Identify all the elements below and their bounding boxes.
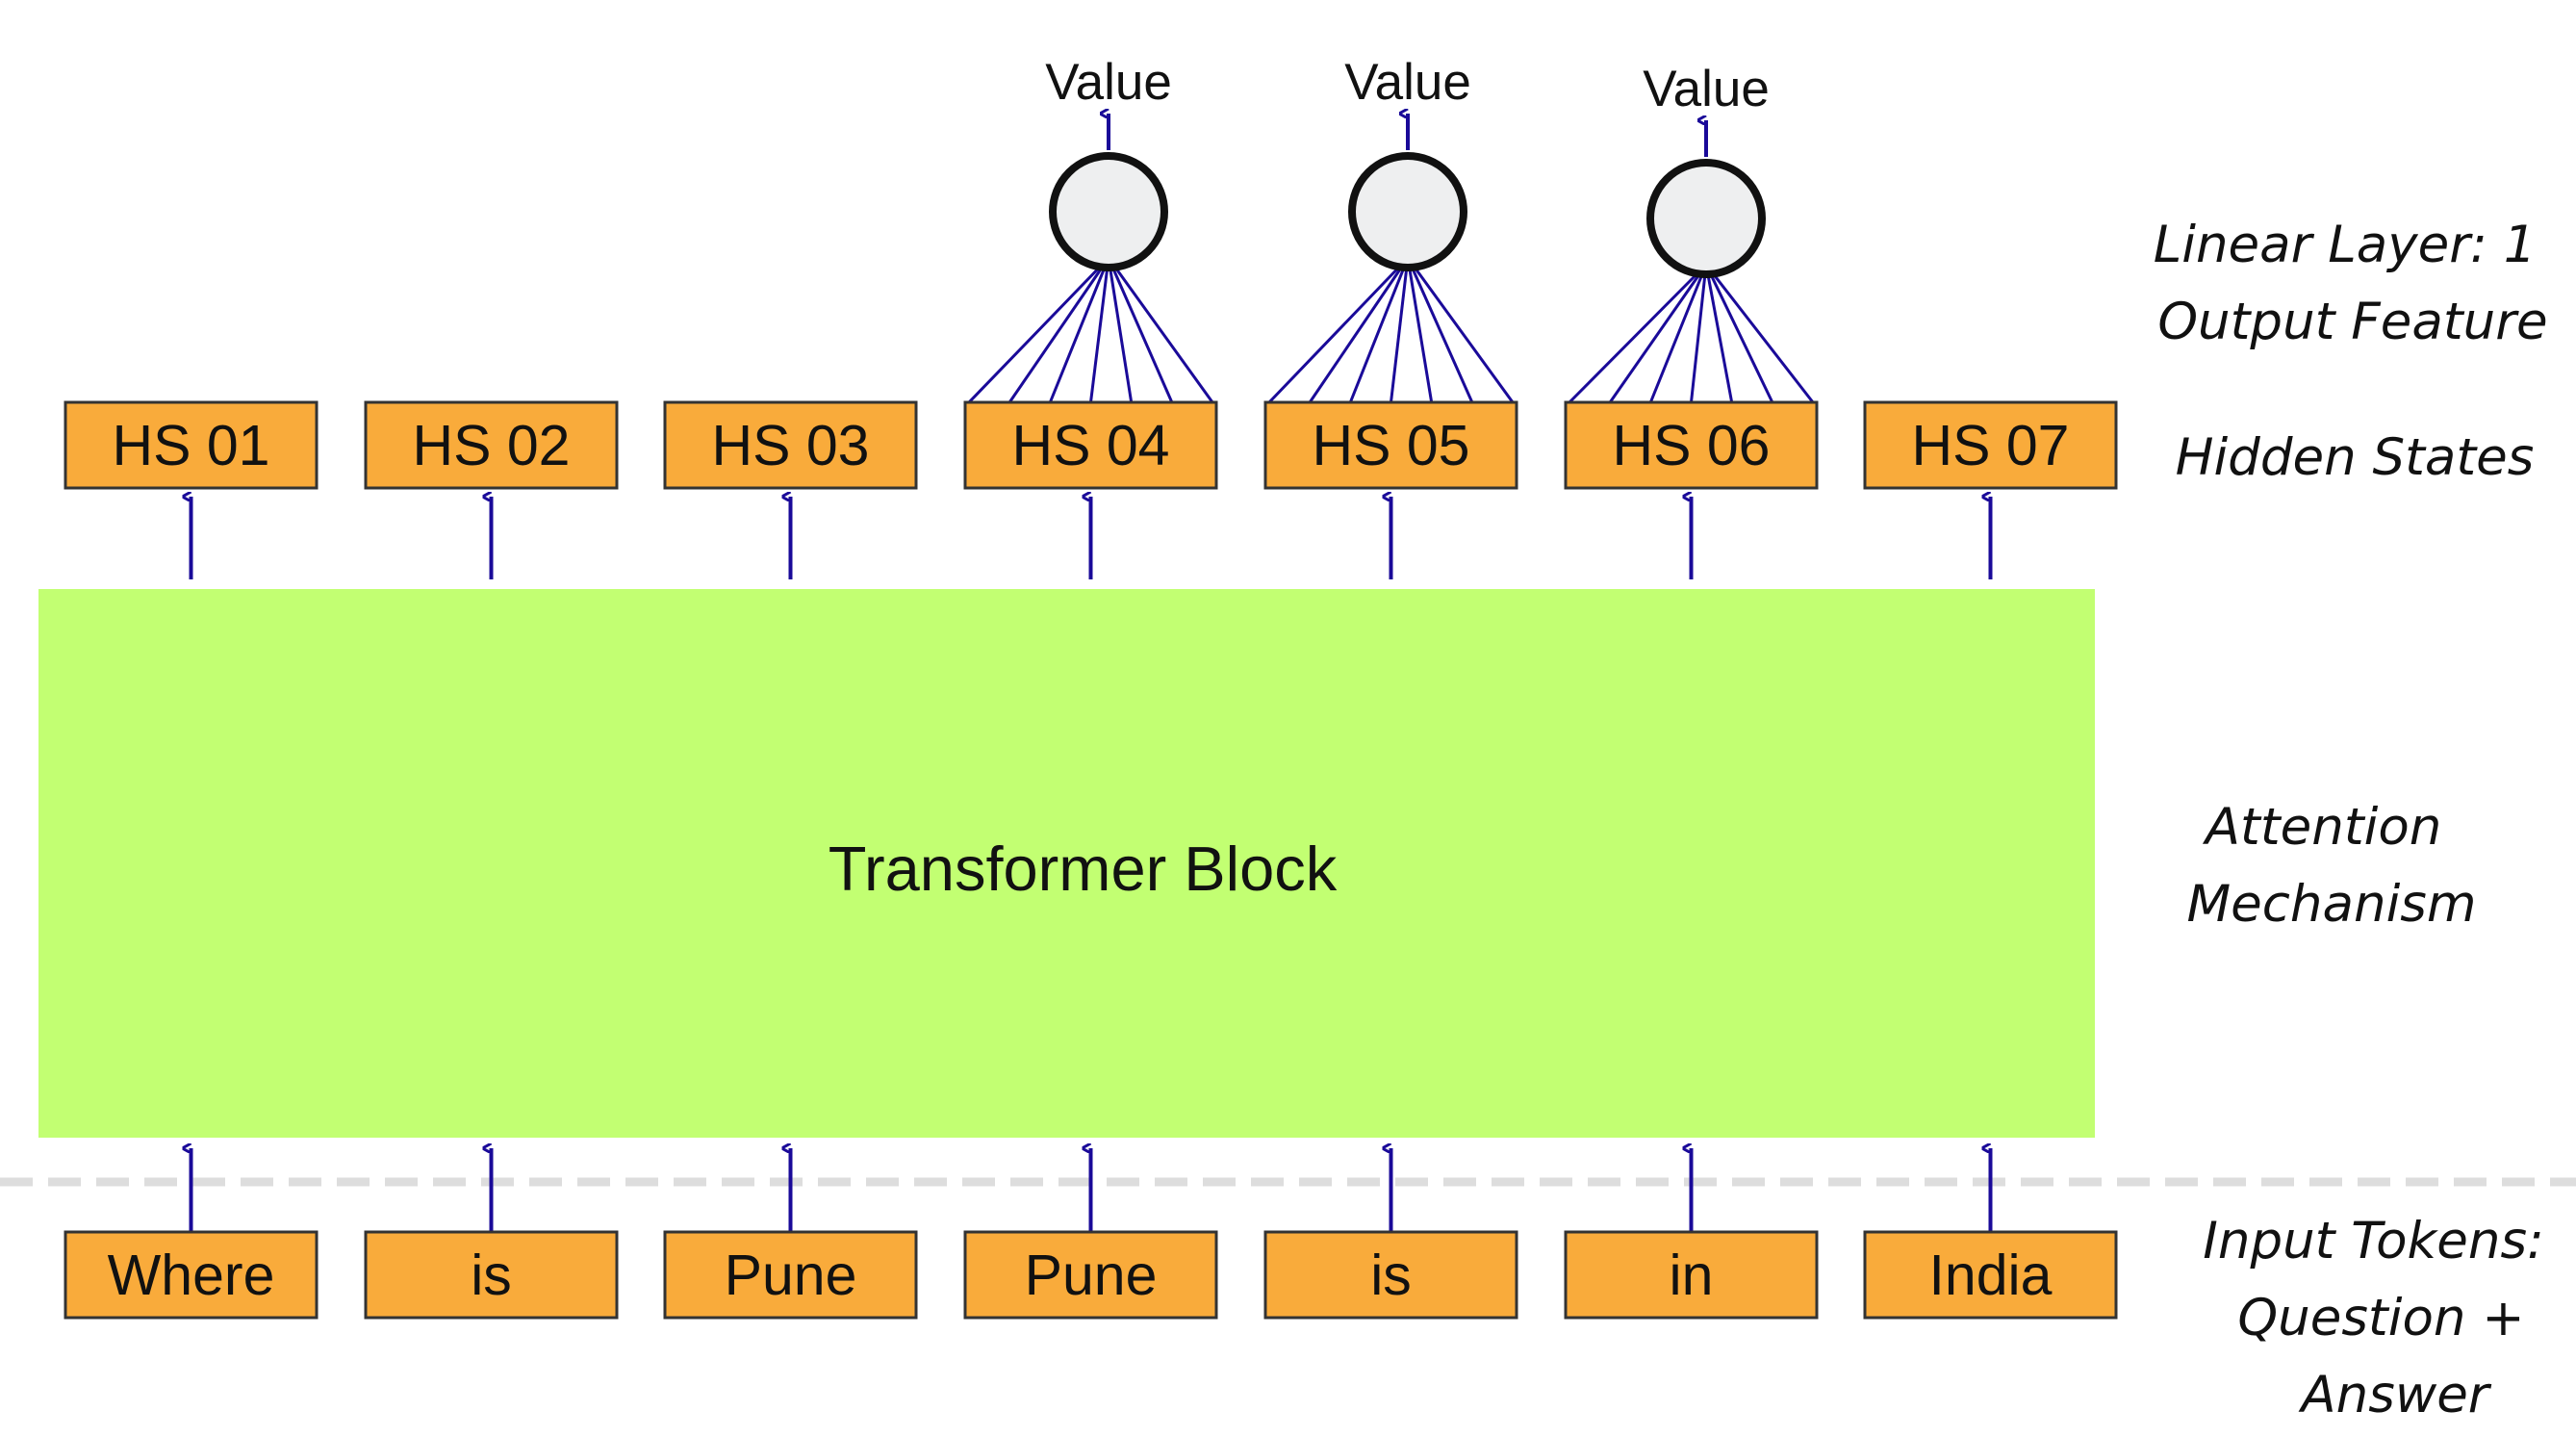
linear-layer-connection bbox=[1348, 257, 1410, 403]
input-token-3-label: Pune bbox=[725, 1244, 857, 1307]
linear-layer-connection bbox=[1406, 257, 1515, 403]
input-token-5: is bbox=[1263, 1230, 1518, 1320]
linear-layer-connection bbox=[1704, 264, 1774, 403]
hidden-state-7-label: HS 07 bbox=[1912, 414, 2070, 477]
input-token-6-box bbox=[1564, 1230, 1819, 1320]
transformer-block bbox=[38, 589, 2095, 1138]
input-token-3: Pune bbox=[663, 1230, 918, 1320]
input-tokens-label-line-2: Question + bbox=[2237, 1289, 2524, 1347]
value-label-1: Value bbox=[1045, 54, 1172, 111]
input-token-2: is bbox=[364, 1230, 619, 1320]
hidden-state-6-box bbox=[1564, 400, 1819, 490]
input-tokens-label-line-3: Answer bbox=[2298, 1366, 2491, 1424]
attention-mechanism-label: Attention Mechanism bbox=[2186, 798, 2476, 934]
linear-layer-connection bbox=[1648, 264, 1708, 403]
hidden-state-2-label: HS 02 bbox=[413, 414, 571, 477]
linear-layer-connection bbox=[1690, 264, 1708, 403]
output-neuron-3 bbox=[1646, 159, 1766, 278]
linear-layer-connection bbox=[1107, 257, 1174, 403]
input-token-7-box bbox=[1863, 1230, 2118, 1320]
linear-layer-connection bbox=[1390, 257, 1410, 403]
linear-layer-connection bbox=[1089, 257, 1110, 403]
attention-label-line-2: Mechanism bbox=[2186, 875, 2476, 934]
input-tokens-label-line-1: Input Tokens: bbox=[2203, 1212, 2544, 1270]
linear-layer-connection bbox=[1406, 257, 1434, 403]
hidden-state-7: HS 07 bbox=[1863, 400, 2118, 490]
linear-layer-connection bbox=[1107, 257, 1134, 403]
value-label-2: Value bbox=[1344, 54, 1471, 111]
value-label-3: Value bbox=[1643, 61, 1770, 117]
hidden-state-4: HS 04 bbox=[963, 400, 1218, 490]
input-token-6: in bbox=[1564, 1230, 1819, 1320]
linear-layer-connection bbox=[1308, 257, 1410, 403]
linear-layer-connection bbox=[1107, 257, 1214, 403]
hidden-states-label-line-1: Hidden States bbox=[2176, 428, 2535, 487]
hidden-state-3-box bbox=[663, 400, 918, 490]
transformer-block-label: Transformer Block bbox=[829, 834, 1338, 904]
hidden-state-1-label: HS 01 bbox=[113, 414, 270, 477]
input-token-1-label: Where bbox=[108, 1244, 275, 1307]
hidden-state-5-box bbox=[1263, 400, 1518, 490]
input-tokens-label: Input Tokens: Question + Answer bbox=[2203, 1212, 2561, 1424]
linear-layer-connection bbox=[1007, 257, 1110, 403]
hidden-state-5-label: HS 05 bbox=[1313, 414, 1470, 477]
linear-layer-label-line-1: Linear Layer: 1 bbox=[2154, 216, 2537, 274]
hidden-state-6-label: HS 06 bbox=[1613, 414, 1771, 477]
input-token-4-label: Pune bbox=[1025, 1244, 1158, 1307]
hidden-state-1: HS 01 bbox=[64, 400, 319, 490]
input-token-2-box bbox=[364, 1230, 619, 1320]
input-token-2-label: is bbox=[471, 1244, 512, 1307]
linear-layer-connection bbox=[1048, 257, 1110, 403]
output-neuron-1 bbox=[1049, 152, 1168, 271]
input-token-4-box bbox=[963, 1230, 1218, 1320]
hidden-state-7-box bbox=[1863, 400, 2118, 490]
input-token-7: India bbox=[1863, 1230, 2118, 1320]
hidden-state-5: HS 05 bbox=[1263, 400, 1518, 490]
hidden-state-4-box bbox=[963, 400, 1218, 490]
hidden-state-3: HS 03 bbox=[663, 400, 918, 490]
hidden-state-2-box bbox=[364, 400, 619, 490]
linear-layer-connection bbox=[1267, 256, 1410, 404]
linear-layer-connection bbox=[1704, 264, 1815, 403]
input-token-1: Where bbox=[64, 1230, 319, 1320]
linear-layer-label: Linear Layer: 1 Output Feature bbox=[2154, 216, 2553, 351]
linear-layer-connection bbox=[1704, 264, 1734, 403]
input-token-6-label: in bbox=[1670, 1244, 1714, 1307]
input-token-5-label: is bbox=[1370, 1244, 1412, 1307]
hidden-state-1-box bbox=[64, 400, 319, 490]
input-token-5-box bbox=[1263, 1230, 1518, 1320]
input-token-3-box bbox=[663, 1230, 918, 1320]
input-token-7-label: India bbox=[1929, 1244, 2053, 1307]
output-neuron-2 bbox=[1348, 152, 1467, 271]
hidden-state-3-label: HS 03 bbox=[712, 414, 870, 477]
linear-layer-connection bbox=[967, 256, 1110, 404]
input-token-1-box bbox=[64, 1230, 319, 1320]
linear-layer-connection bbox=[1608, 264, 1708, 403]
attention-label-line-1: Attention bbox=[2203, 798, 2442, 857]
linear-layer-label-line-2: Output Feature bbox=[2157, 293, 2547, 351]
hidden-state-6: HS 06 bbox=[1564, 400, 1819, 490]
input-token-4: Pune bbox=[963, 1230, 1218, 1320]
hidden-states-label: Hidden States bbox=[2176, 428, 2535, 487]
hidden-state-4-label: HS 04 bbox=[1012, 414, 1170, 477]
linear-layer-connection bbox=[1568, 263, 1708, 404]
hidden-state-2: HS 02 bbox=[364, 400, 619, 490]
linear-layer-connection bbox=[1406, 257, 1474, 403]
